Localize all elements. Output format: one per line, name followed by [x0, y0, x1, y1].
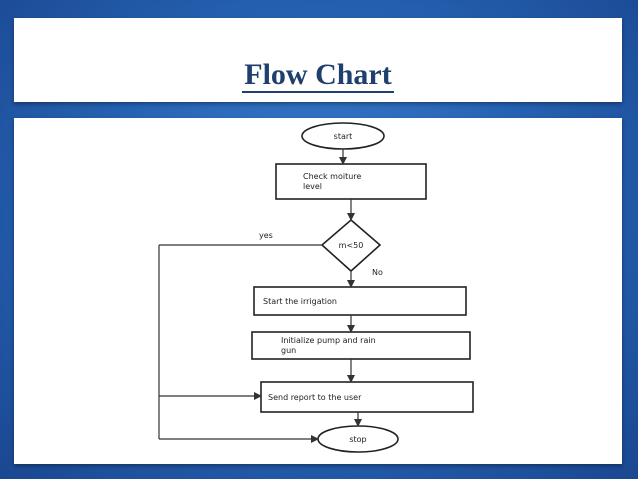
initialize-pump-box: [251, 331, 471, 360]
flowchart: start Check moiture level m<50 yes No St…: [158, 122, 474, 453]
no-label: No: [372, 268, 383, 277]
title-bar: Flow Chart: [14, 18, 622, 102]
check-moisture-box: [275, 163, 427, 200]
condition-label: m<50: [339, 241, 364, 250]
content-panel: start Check moiture level m<50 yes No St…: [14, 118, 622, 464]
start-irrigation-box: [253, 286, 467, 316]
check-moisture-label-1: Check moiture: [303, 172, 361, 181]
send-report-box: [260, 381, 474, 413]
start-irrigation-label: Start the irrigation: [263, 297, 337, 306]
initialize-pump-label-2: gun: [281, 346, 296, 355]
start-label: start: [334, 132, 353, 141]
slide-title-text: Flow Chart: [242, 58, 394, 93]
slide-title: Flow Chart: [14, 58, 622, 93]
yes-label: yes: [259, 231, 273, 240]
initialize-pump-label-1: Initialize pump and rain: [281, 336, 376, 345]
send-report-label: Send report to the user: [268, 393, 362, 402]
stop-label: stop: [349, 435, 366, 444]
check-moisture-label-2: level: [303, 182, 322, 191]
